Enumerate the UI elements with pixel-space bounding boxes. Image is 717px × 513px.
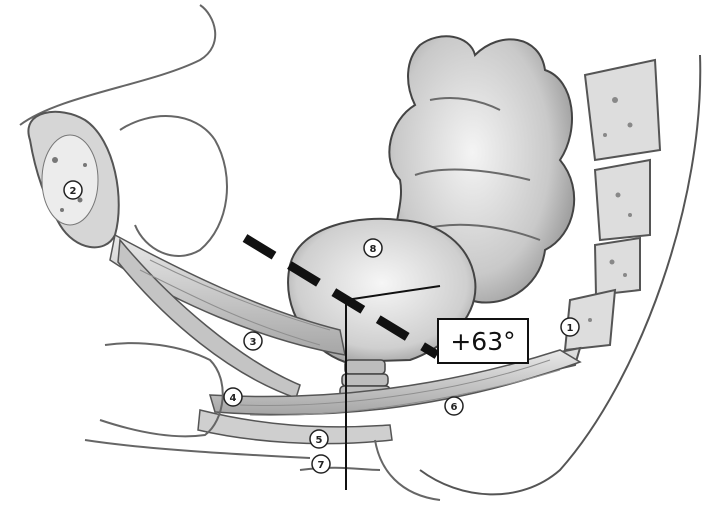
perineal-skin-line xyxy=(85,440,380,470)
marker-4-label: 4 xyxy=(230,393,237,404)
marker-1-label: 1 xyxy=(567,323,574,334)
anal-skin-contour xyxy=(375,440,440,500)
marker-8: 8 xyxy=(364,239,382,257)
marker-4: 4 xyxy=(224,388,242,406)
marker-5: 5 xyxy=(310,430,328,448)
marker-8-label: 8 xyxy=(370,244,377,255)
marker-7: 7 xyxy=(312,455,330,473)
angle-measurement-label: +63° xyxy=(437,318,529,364)
angle-value: +63° xyxy=(450,327,515,356)
marker-6: 6 xyxy=(445,397,463,415)
marker-1: 1 xyxy=(561,318,579,336)
pubic-bone xyxy=(28,112,118,248)
marker-7-label: 7 xyxy=(318,460,325,471)
marker-6-label: 6 xyxy=(451,402,458,413)
marker-3-label: 3 xyxy=(250,337,257,348)
marker-5-label: 5 xyxy=(316,435,323,446)
marker-2-label: 2 xyxy=(70,186,77,197)
marker-3: 3 xyxy=(244,332,262,350)
marker-2: 2 xyxy=(64,181,82,199)
